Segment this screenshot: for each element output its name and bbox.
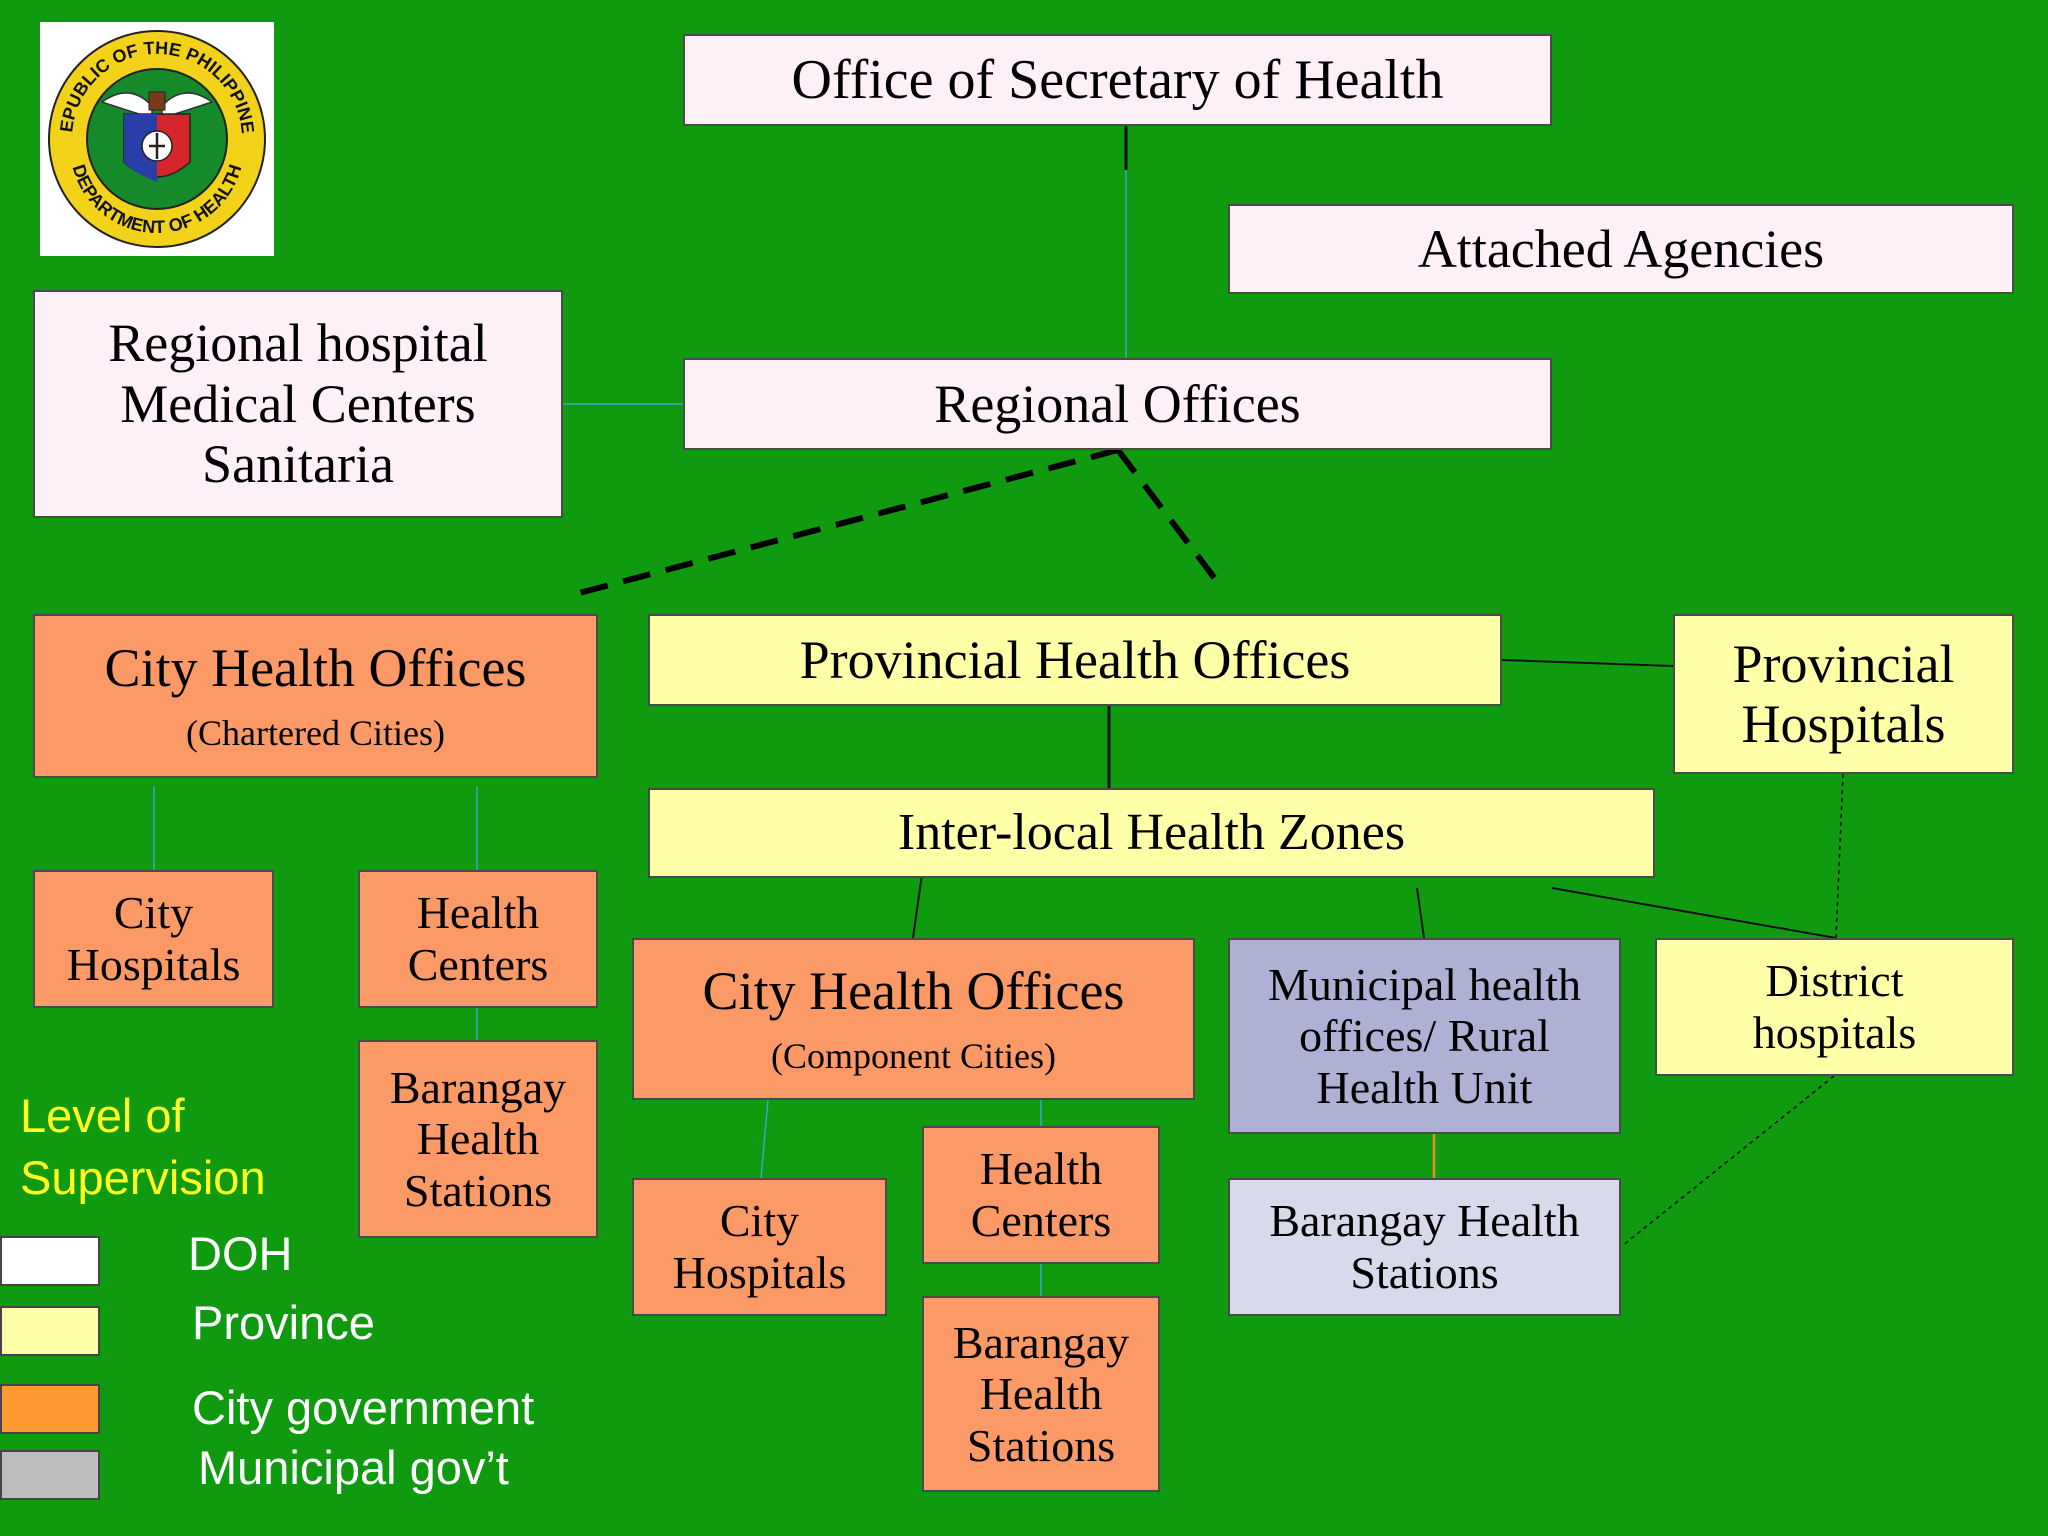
connector-regional-provincial-dashed [1115,448,1225,590]
bhs-municipal-line-1: Barangay Health [1269,1195,1580,1247]
legend-swatch-municipal [0,1450,100,1500]
city-hospitals-chartered-line-1: City [113,887,194,939]
legend-label-doh: DOH [188,1227,293,1280]
office-of-secretary-label: Office of Secretary of Health [791,48,1444,111]
municipal-health-offices: Municipal health offices/ Rural Health U… [1228,938,1621,1134]
doh-logo: REPUBLIC OF THE PHILIPPINES DEPARTMENT O… [34,6,274,256]
health-centers-chartered-line-2: Centers [407,939,549,990]
municipal-line-2: offices/ Rural [1299,1010,1550,1062]
legend-label-province: Province [192,1296,375,1349]
legend-swatch-province [0,1306,100,1356]
attached-agencies-label: Attached Agencies [1417,218,1825,279]
bhs-chartered-line-3: Stations [403,1164,553,1216]
regional-offices: Regional Offices [683,358,1552,450]
bhs-component-line-1: Barangay [952,1316,1130,1368]
health-centers-chartered-line-1: Health [416,887,540,939]
regional-hospitals-line-2: Medical Centers [120,373,476,434]
connector-interlocal-municipal [1416,887,1425,939]
health-centers-component-line-1: Health [979,1143,1103,1195]
barangay-health-stations-chartered: Barangay Health Stations [358,1040,598,1238]
regional-hospitals-line-3: Sanitaria [202,434,394,495]
legend-title: Level of Supervision [20,1089,266,1204]
doh-seal-icon: REPUBLIC OF THE PHILIPPINES DEPARTMENT O… [34,6,266,248]
legend-label-city: City government [192,1381,535,1434]
barangay-health-stations-municipal: Barangay Health Stations [1228,1178,1621,1316]
municipal-line-1: Municipal health [1268,958,1581,1010]
regional-hospitals-line-1: Regional hospital [108,313,488,374]
connector-component-cityhosp [760,1099,769,1179]
district-hospitals-line-1: District [1765,955,1904,1007]
provincial-hospitals: Provincial Hospitals [1673,614,2014,774]
municipal-line-3: Health Unit [1316,1061,1533,1113]
bhs-chartered-line-2: Health [416,1113,540,1165]
provincial-health-offices: Provincial Health Offices [648,614,1502,706]
city-health-offices-component: City Health Offices (Component Cities) [632,938,1195,1100]
legend-swatch-doh [0,1236,100,1286]
provincial-health-offices-label: Provincial Health Offices [799,629,1351,690]
interlocal-health-zones: Inter-local Health Zones [648,788,1655,878]
provincial-hospitals-line-2: Hospitals [1741,694,1946,754]
legend-swatch-city [0,1384,100,1434]
regional-offices-label: Regional Offices [934,373,1301,434]
provincial-hospitals-line-1: Provincial [1732,633,1955,694]
city-hospitals-chartered: City Hospitals [33,870,274,1008]
legend-label-municipal: Municipal gov’t [198,1441,509,1494]
district-hospitals: District hospitals [1655,938,2014,1076]
city-health-offices-component-subtitle: (Component Cities) [771,1036,1056,1077]
health-centers-component-line-2: Centers [970,1195,1112,1246]
health-centers-component: Health Centers [922,1126,1160,1264]
city-health-offices-chartered-subtitle: (Chartered Cities) [186,713,445,754]
bhs-municipal-line-2: Stations [1350,1247,1499,1298]
city-hospitals-component-line-2: Hospitals [672,1247,847,1298]
connector-interlocal-district [1551,887,1837,939]
attached-agencies: Attached Agencies [1228,204,2014,294]
city-health-offices-component-title: City Health Offices [702,960,1125,1021]
connector-provhosp-district-dotted [1835,773,1844,939]
barangay-health-stations-component: Barangay Health Stations [922,1296,1160,1492]
city-hospitals-chartered-line-2: Hospitals [66,939,241,990]
connector-provincial-hospitals [1501,659,1674,667]
regional-hospitals: Regional hospital Medical Centers Sanita… [33,290,563,518]
city-hospitals-component: City Hospitals [632,1178,887,1316]
interlocal-health-zones-label: Inter-local Health Zones [897,803,1406,861]
city-hospitals-component-line-1: City [719,1195,800,1247]
bhs-component-line-3: Stations [966,1419,1116,1471]
city-health-offices-chartered: City Health Offices (Chartered Cities) [33,614,598,778]
city-health-offices-chartered-title: City Health Offices [104,637,527,698]
connector-interlocal-component [912,873,923,939]
bhs-chartered-line-1: Barangay [389,1061,567,1113]
health-centers-chartered: Health Centers [358,870,598,1008]
connector-regional-city-dashed [567,447,1119,599]
office-of-secretary: Office of Secretary of Health [683,34,1552,126]
bhs-component-line-2: Health [979,1368,1103,1420]
connector-district-bhs-dotted [1621,1075,1835,1247]
district-hospitals-line-2: hospitals [1752,1007,1917,1058]
